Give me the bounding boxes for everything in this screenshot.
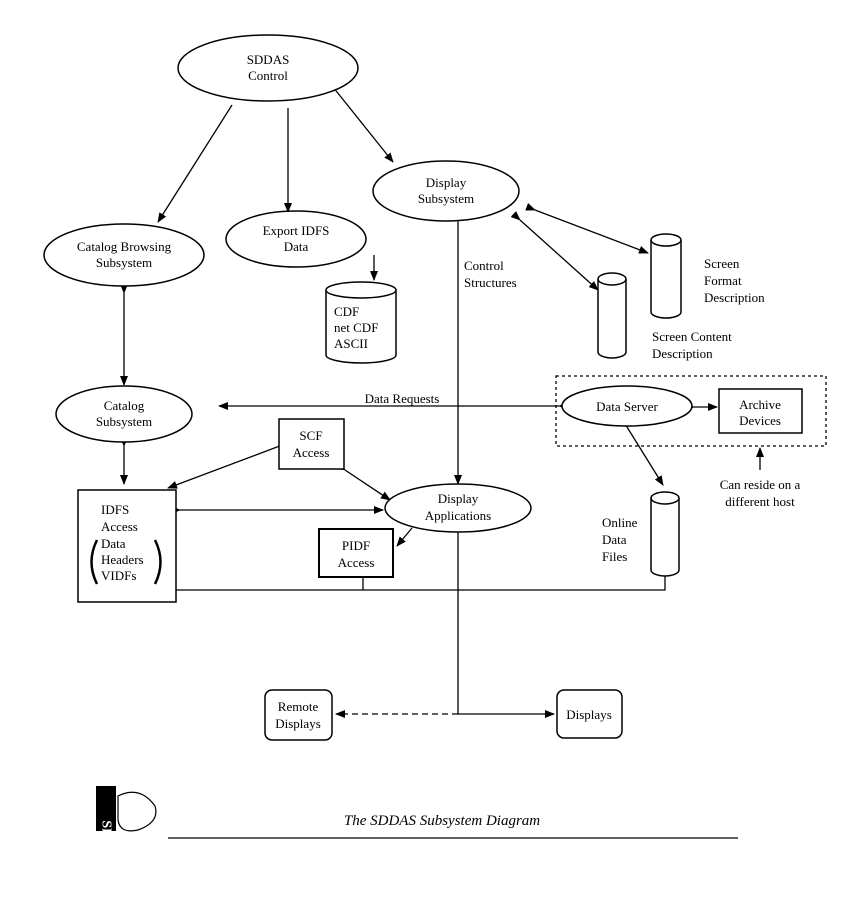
arrow-scf-to-idfs <box>167 440 287 489</box>
node-export-formats-cylinder: CDF net CDF ASCII <box>325 281 397 364</box>
remote-displays-line-1: Remote <box>278 699 319 714</box>
export-idfs-line-2: Data <box>284 239 309 254</box>
bus-line <box>176 576 666 591</box>
display-subsystem-line-2: Subsystem <box>418 191 474 206</box>
display-applications-line-2: Applications <box>425 508 491 523</box>
diagram-caption: The SDDAS Subsystem Diagram <box>344 813 540 829</box>
sri-logo: SRI <box>96 786 157 844</box>
catalog-subsystem-line-1: Catalog <box>104 398 145 413</box>
scf-access-line-2: Access <box>293 445 330 460</box>
idfs-line-headers: Headers <box>101 552 144 567</box>
export-format-cdf: CDF <box>334 304 359 319</box>
data-server-label: Data Server <box>596 399 658 414</box>
node-screen-format-cylinder <box>650 233 682 319</box>
catalog-browsing-line-2: Subsystem <box>96 255 152 270</box>
pidf-access-line-1: PIDF <box>342 538 370 553</box>
node-idfs-access: IDFS Access Data Headers VIDFs <box>77 489 177 603</box>
displays-label: Displays <box>566 707 612 722</box>
node-archive-devices: Archive Devices <box>718 388 803 434</box>
node-display-subsystem: Display Subsystem <box>372 160 520 222</box>
sri-logo-text: SRI <box>99 820 114 843</box>
screen-format-line-3: Description <box>704 290 765 305</box>
arrow-display-subsystem-to-screen-format <box>525 203 649 254</box>
node-remote-displays: Remote Displays <box>264 689 333 741</box>
screen-format-line-2: Format <box>704 273 742 288</box>
export-idfs-line-1: Export IDFS <box>263 223 330 238</box>
idfs-line-data: Data <box>101 536 126 551</box>
arrow-data-server-to-online-files <box>618 417 664 486</box>
display-applications-line-1: Display <box>438 491 479 506</box>
node-sddas-control: SDDAS Control <box>177 34 359 102</box>
idfs-left-paren <box>90 539 99 585</box>
arrow-display-subsystem-to-screen-content <box>510 211 599 291</box>
catalog-browsing-line-1: Catalog Browsing <box>77 239 172 254</box>
remote-displays-line-2: Displays <box>275 716 321 731</box>
node-data-server: Data Server <box>561 385 693 427</box>
arrow-control-to-display-subsystem <box>332 86 394 163</box>
pidf-access-line-2: Access <box>338 555 375 570</box>
idfs-line-access: Access <box>101 519 138 534</box>
sddas-control-line-2: Control <box>248 68 288 83</box>
remote-host-note-line-2: different host <box>725 494 795 509</box>
idfs-line-idfs: IDFS <box>101 502 129 517</box>
export-format-ascii: ASCII <box>334 336 368 351</box>
scf-access-line-1: SCF <box>299 428 322 443</box>
screen-content-line-1: Screen Content <box>652 329 732 344</box>
archive-devices-line-2: Devices <box>739 413 781 428</box>
node-export-idfs: Export IDFS Data <box>225 210 367 268</box>
online-data-files-line-3: Files <box>602 549 627 564</box>
remote-host-note-line-1: Can reside on a <box>720 477 801 492</box>
screen-content-line-2: Description <box>652 346 713 361</box>
node-scf-access: SCF Access <box>278 418 345 470</box>
arrow-display-apps-to-pidf <box>396 527 413 547</box>
arrow-control-to-catalog-browsing <box>157 104 233 223</box>
remote-host-boundary <box>555 375 827 447</box>
display-subsystem-line-1: Display <box>426 175 467 190</box>
idfs-line-vidfs: VIDFs <box>101 568 136 583</box>
node-online-data-files-cylinder <box>650 491 680 577</box>
online-data-files-line-1: Online <box>602 515 638 530</box>
connectors <box>120 86 827 718</box>
node-display-applications: Display Applications <box>384 483 532 533</box>
data-requests-label: Data Requests <box>365 391 440 406</box>
idfs-right-paren <box>153 539 162 585</box>
sddas-control-line-1: SDDAS <box>247 52 290 67</box>
arrow-scf-to-display-apps <box>335 461 391 501</box>
catalog-subsystem-line-2: Subsystem <box>96 414 152 429</box>
node-displays: Displays <box>556 689 623 739</box>
node-catalog-browsing: Catalog Browsing Subsystem <box>43 223 205 287</box>
online-data-files-line-2: Data <box>602 532 627 547</box>
screen-format-line-1: Screen <box>704 256 740 271</box>
node-pidf-access: PIDF Access <box>318 528 394 578</box>
node-catalog-subsystem: Catalog Subsystem <box>55 385 193 443</box>
export-format-netcdf: net CDF <box>334 320 378 335</box>
control-structures-line-2: Structures <box>464 275 517 290</box>
control-structures-line-1: Control <box>464 258 504 273</box>
archive-devices-line-1: Archive <box>739 397 781 412</box>
node-screen-content-cylinder <box>597 272 627 359</box>
